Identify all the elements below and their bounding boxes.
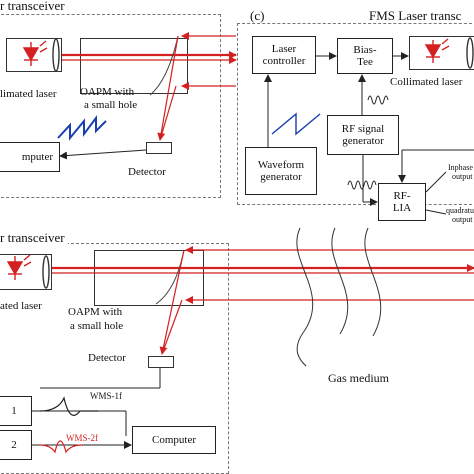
lia-box-1: 1	[0, 396, 32, 426]
panel-b-computer-label: Computer	[152, 434, 196, 446]
rf-signal-generator-label-2: generator	[342, 135, 384, 147]
rf-lia-label-1: RF-	[393, 190, 411, 202]
lia-quadrature-wire	[425, 209, 447, 215]
panel-a-oapm-label-2: a small hole	[84, 99, 138, 111]
bias-tee-label-2: Tee	[357, 56, 373, 68]
panel-a-detector	[146, 142, 172, 154]
panel-a-title: r transceiver	[0, 0, 68, 13]
panel-c-frame	[237, 23, 474, 205]
panel-a-frame	[0, 14, 221, 198]
panel-b-oapm	[94, 250, 204, 306]
panel-b-oapm-label: OAPM with	[68, 306, 123, 318]
panel-b-detector	[148, 356, 174, 368]
inphase-output-label-1: Inphase	[448, 163, 473, 172]
waveform-generator-label-1: Waveform	[257, 159, 305, 171]
quadrature-output-label-2: output	[452, 215, 473, 224]
rf-signal-generator-label-1: RF signal	[341, 123, 385, 135]
inphase-output-label-2: output	[452, 172, 473, 181]
panel-a-oapm-label: OAPM with	[80, 86, 135, 98]
quadrature-output-label-1: quadratu	[446, 206, 474, 215]
panel-b-laser-housing	[0, 254, 52, 290]
panel-a-laser-label: limated laser	[0, 88, 57, 100]
lia-box-2: 2	[0, 430, 32, 460]
bias-tee-label-1: Bias-	[353, 44, 377, 56]
lia-box-2-label: 2	[11, 439, 17, 451]
laser-controller-label-1: Laser	[271, 43, 297, 55]
laser-controller-box: Laser controller	[252, 36, 316, 74]
panel-c-collimated-laser-label: Collimated laser	[390, 76, 463, 88]
panel-b-computer: Computer	[132, 426, 216, 454]
rf-lia-box: RF- LIA	[378, 183, 426, 221]
panel-b-title: r transceiver	[0, 230, 68, 245]
gas-medium-label: Gas medium	[328, 371, 389, 385]
panel-a-laser-housing	[6, 38, 62, 72]
panel-b-detector-label: Detector	[88, 352, 126, 364]
laser-controller-label-2: controller	[262, 55, 306, 67]
panel-b-oapm-label-2: a small hole	[70, 320, 124, 332]
panel-a-computer: mputer	[0, 142, 60, 172]
bias-tee-box: Bias- Tee	[337, 38, 393, 74]
wms-2f-label: WMS-2f	[66, 433, 98, 443]
wms-1f-label: WMS-1f	[90, 391, 122, 401]
panel-c-title: FMS Laser transc	[366, 8, 462, 23]
waveform-generator-box: Waveform generator	[245, 147, 317, 195]
waveform-generator-label-2: generator	[260, 171, 302, 183]
gas-medium-waves-icon	[296, 227, 382, 367]
lia-box-1-label: 1	[11, 405, 17, 417]
rf-signal-generator-box: RF signal generator	[327, 115, 399, 155]
panel-a-computer-label: mputer	[21, 151, 53, 163]
panel-c-label: (c)	[248, 8, 267, 23]
panel-c-laser-housing	[409, 36, 474, 70]
panel-a-detector-label: Detector	[128, 166, 166, 178]
panel-b-laser-label: ated laser	[0, 300, 42, 312]
rf-lia-label-2: LIA	[392, 202, 412, 214]
